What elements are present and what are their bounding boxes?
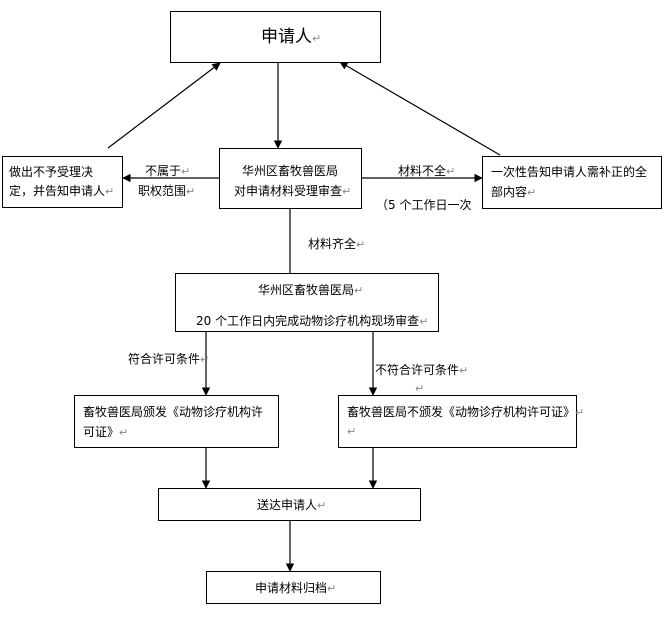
label-incomplete: 材料不全↵ <box>398 164 456 178</box>
inspect-line-2: 20 个工作日内完成动物诊疗机构现场审查 <box>196 314 420 328</box>
node-not-issue: 畜牧兽医局不颁发《动物诊疗机构许可证》↵ ↵ <box>338 395 584 448</box>
deliver-label: 送达申请人 <box>257 498 318 512</box>
edge-notify-to-applicant <box>339 61 501 156</box>
node-reject: 做出不予受理决 定，并告知申请人↵ <box>2 156 123 208</box>
review-line-2: 对申请材料受理审查 <box>234 184 343 198</box>
review-line-1: 华州区畜牧兽医局 <box>242 164 339 178</box>
archive-label: 申请材料归档 <box>255 581 328 595</box>
applicant-label: 申请人 <box>261 27 312 47</box>
reject-line-1: 做出不予受理决 <box>9 165 94 179</box>
node-issue: 畜牧兽医局颁发《动物诊疗机构许 可证》↵ <box>74 395 279 448</box>
issue-line-1: 畜牧兽医局颁发《动物诊疗机构许 <box>83 405 264 419</box>
not-issue-line-1: 畜牧兽医局不颁发《动物诊疗机构许可证》 <box>347 405 576 419</box>
node-applicant-top: 申请人↵ <box>170 11 381 63</box>
label-out-of-scope-2: 职权范围↵ <box>138 184 196 198</box>
issue-line-2: 可证》 <box>83 425 120 439</box>
label-five-days: （5 个工作日一次 <box>376 198 472 212</box>
node-archive: 申请材料归档↵ <box>206 571 381 604</box>
inspect-line-1: 华州区畜牧兽医局 <box>258 283 355 297</box>
node-deliver: 送达申请人↵ <box>158 488 421 521</box>
node-notify: 一次性告知申请人需补正的全 部内容↵ <box>482 156 662 209</box>
label-out-of-scope-1: 不属于↵ <box>145 164 191 178</box>
label-not-qualified: 不符合许可条件↵ <box>375 363 469 377</box>
node-inspect: 华州区畜牧兽医局↵ 20 个工作日内完成动物诊疗机构现场审查↵ <box>175 273 439 332</box>
para-mark-stray: ↵ <box>415 382 425 395</box>
node-review: 华州区畜牧兽医局 对申请材料受理审查↵ <box>219 148 362 209</box>
notify-line-1: 一次性告知申请人需补正的全 <box>491 165 648 179</box>
reject-line-2: 定，并告知申请人 <box>9 184 106 198</box>
edge-reject-to-applicant <box>107 62 221 149</box>
notify-line-2: 部内容 <box>491 185 528 199</box>
label-complete: 材料齐全↵ <box>308 237 366 251</box>
label-qualified: 符合许可条件↵ <box>128 352 210 366</box>
